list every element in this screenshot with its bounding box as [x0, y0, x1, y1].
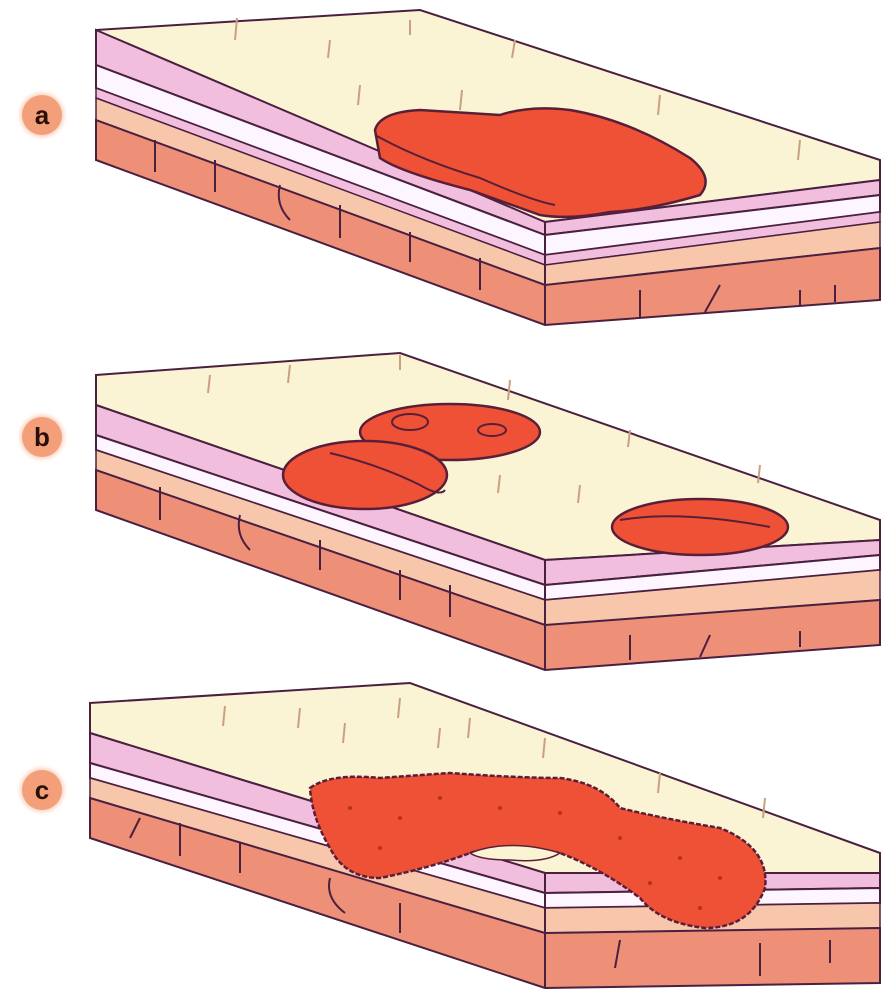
panel-b: b — [0, 335, 883, 675]
panel-c: c — [0, 678, 883, 995]
panel-a: a — [0, 0, 883, 330]
tissue-block-c — [0, 678, 883, 995]
tissue-block-b — [0, 335, 883, 675]
lesion-papule — [612, 499, 788, 555]
tissue-block-a — [0, 0, 883, 330]
lesion-papule — [283, 441, 447, 509]
